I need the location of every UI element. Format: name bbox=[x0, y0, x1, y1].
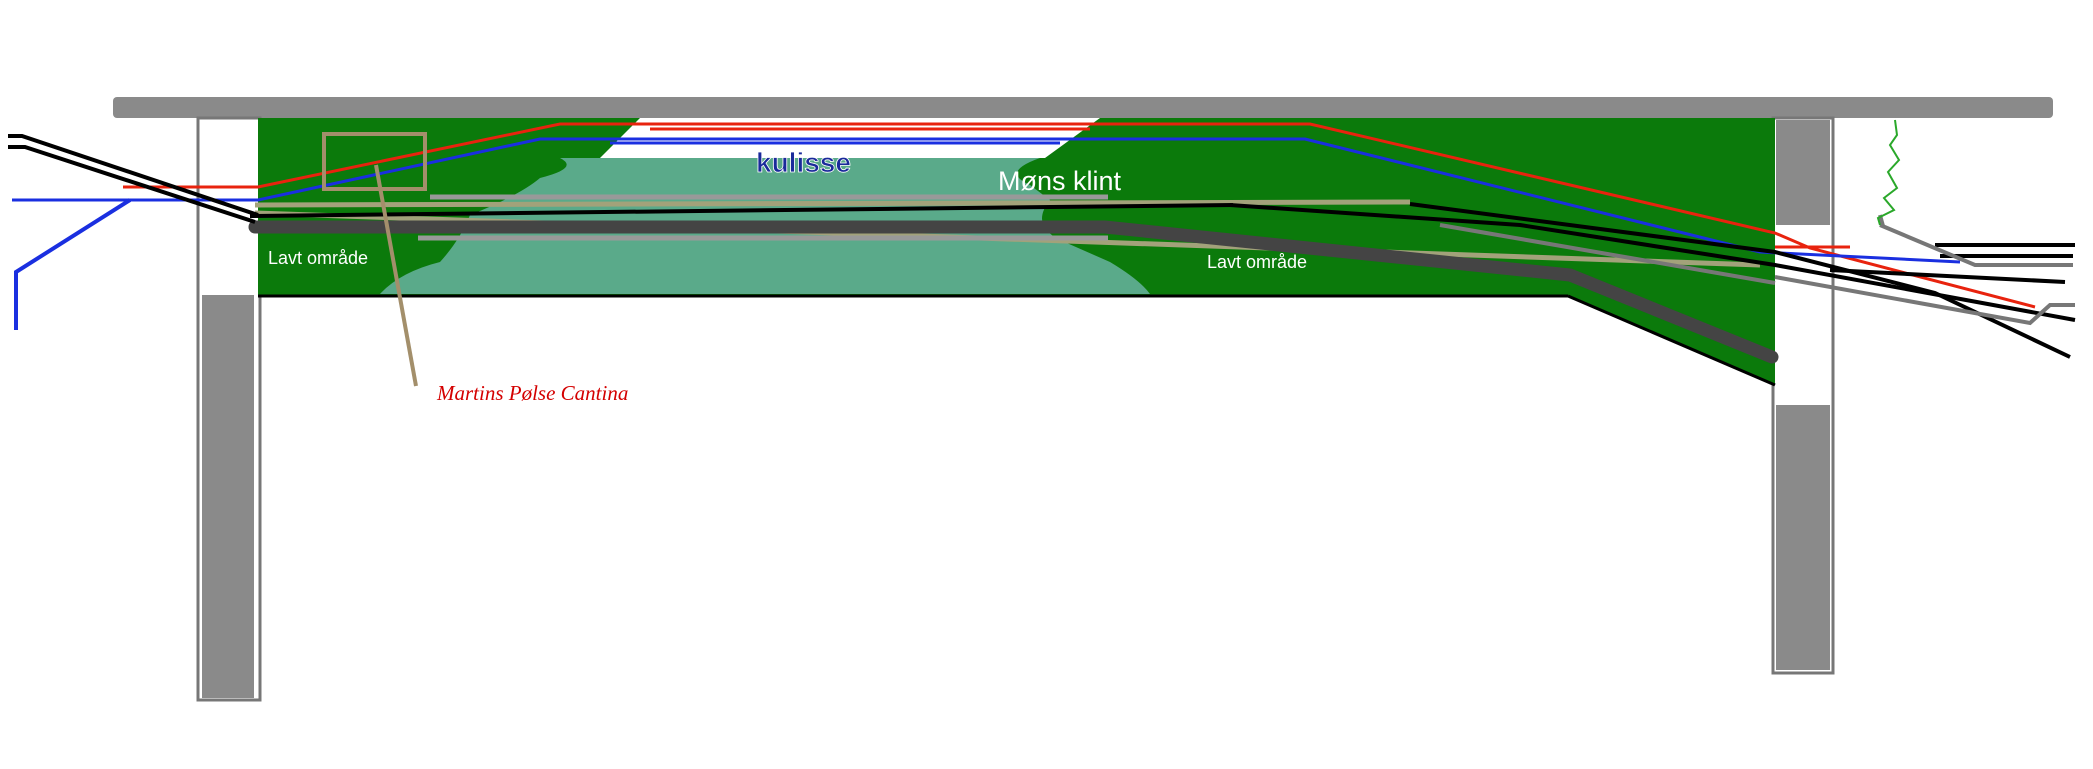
spur-grey-c bbox=[1774, 275, 2075, 326]
lavt-omrade-left-label: Lavt område bbox=[268, 248, 368, 268]
top-shelf bbox=[113, 97, 2053, 118]
spur-black-c bbox=[1829, 268, 2066, 284]
blue-branch-left bbox=[14, 198, 132, 330]
mons-klint-label: Møns klint bbox=[998, 166, 1122, 196]
green-vine bbox=[1876, 119, 1901, 226]
black-line-left-1 bbox=[8, 134, 259, 217]
track-light-a bbox=[254, 199, 1411, 208]
cantina-leader bbox=[374, 164, 418, 387]
track-grey-right bbox=[1439, 223, 1776, 285]
spur-grey-a bbox=[1879, 223, 2073, 267]
track-black-upper bbox=[249, 203, 1234, 218]
right-support-column bbox=[1771, 116, 1835, 675]
cantina-label: Martins Pølse Cantina bbox=[436, 381, 628, 405]
cantina-box bbox=[322, 132, 427, 191]
kulisse-label: kulisse bbox=[756, 147, 851, 178]
black-line-left-2 bbox=[8, 145, 256, 224]
track-dark-main bbox=[248, 220, 1779, 364]
lavt-omrade-right-label: Lavt område bbox=[1207, 252, 1307, 272]
baseboard-front-edge-angled bbox=[1567, 294, 1776, 387]
